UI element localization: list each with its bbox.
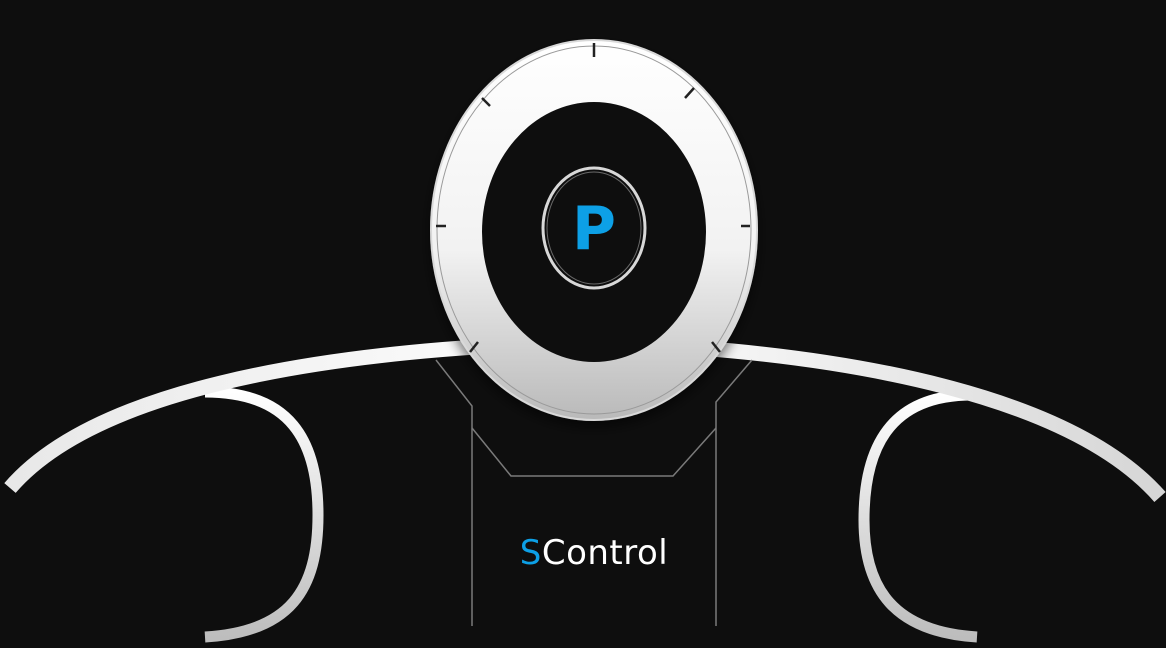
gear-indicator-letter: P	[572, 194, 616, 264]
brand-name: Control	[541, 533, 669, 573]
dial-tick-marks	[436, 43, 750, 353]
brand-logo-text: SControl	[472, 528, 716, 578]
console-outline	[435, 359, 753, 626]
left-hoop-arc	[204, 386, 324, 643]
right-hoop-arc	[858, 389, 978, 643]
brand-prefix: S	[519, 533, 542, 573]
gear-indicator-ring	[541, 166, 647, 290]
